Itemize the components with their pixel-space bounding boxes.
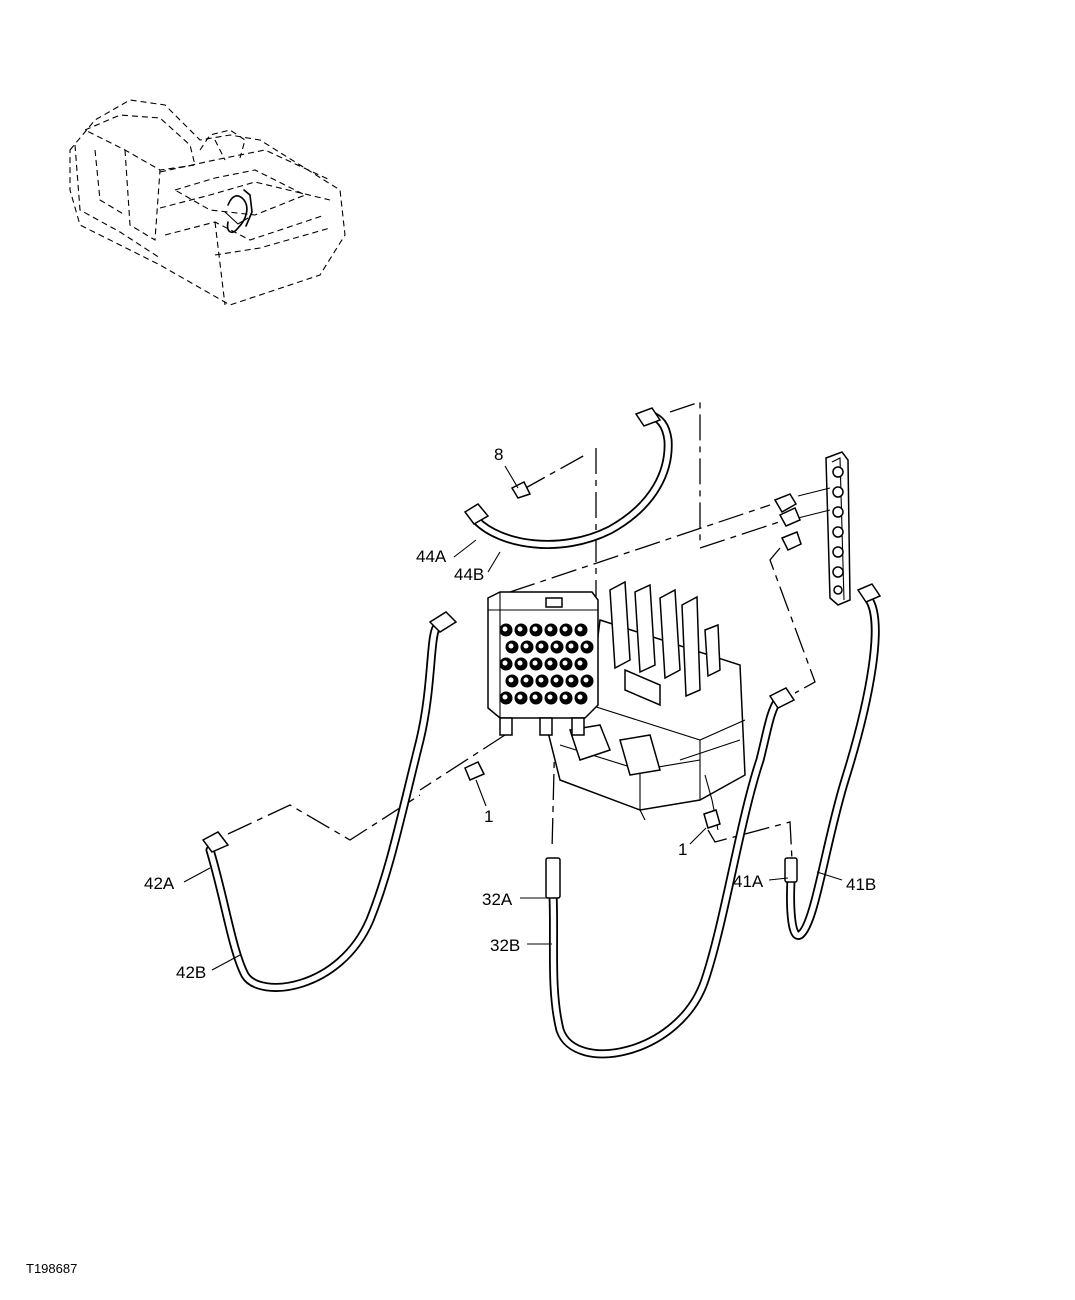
- port-bore: [517, 626, 523, 632]
- callout-41A: 41A: [733, 872, 764, 891]
- port-bore: [568, 643, 574, 649]
- fitting-1-left: [464, 761, 486, 781]
- callout-41B: 41B: [846, 875, 876, 894]
- port-bore: [553, 643, 559, 649]
- port-bore: [523, 643, 529, 649]
- hose-41: [784, 583, 882, 940]
- port-bore: [517, 694, 523, 700]
- callout-1-right: 1: [678, 840, 687, 859]
- port-bore: [508, 677, 514, 683]
- callout-32A: 32A: [482, 890, 513, 909]
- port-bore: [532, 660, 538, 666]
- port-bore: [547, 626, 553, 632]
- callout-8: 8: [494, 445, 503, 464]
- port-bore: [532, 694, 538, 700]
- pilot-signal-block: [487, 591, 599, 736]
- port-bore: [547, 660, 553, 666]
- callout-1-left: 1: [484, 807, 493, 826]
- port-bore: [583, 643, 589, 649]
- hose-32: [545, 687, 796, 1059]
- port-bore: [547, 694, 553, 700]
- hose-42: [201, 611, 458, 992]
- callout-42B: 42B: [176, 963, 206, 982]
- port-bore: [538, 643, 544, 649]
- hose-44: [463, 407, 673, 549]
- callout-42A: 42A: [144, 874, 175, 893]
- port-bore: [568, 677, 574, 683]
- port-bore: [577, 694, 583, 700]
- callout-44A: 44A: [416, 547, 447, 566]
- port-bore: [577, 626, 583, 632]
- port-bore: [502, 626, 508, 632]
- figure-id: T198687: [26, 1261, 77, 1276]
- port-bore: [523, 677, 529, 683]
- port-bore: [502, 694, 508, 700]
- leader-lines: [183, 465, 843, 971]
- port-bore: [583, 677, 589, 683]
- excavator-locator: [69, 99, 346, 306]
- port-bore: [562, 660, 568, 666]
- port-bore: [538, 677, 544, 683]
- callout-32B: 32B: [490, 936, 520, 955]
- port-bore: [577, 660, 583, 666]
- fitting-1-right: [703, 809, 721, 829]
- callout-44B: 44B: [454, 565, 484, 584]
- port-bore: [532, 626, 538, 632]
- alignment-lines: [227, 401, 816, 861]
- port-bore: [502, 660, 508, 666]
- port-bore: [517, 660, 523, 666]
- port-bore: [553, 677, 559, 683]
- port-bore: [562, 694, 568, 700]
- port-bore: [562, 626, 568, 632]
- pilot-manifold-bracket: [773, 451, 851, 606]
- callout-labels: 8 44A 44B 1 42A 42B 32A 32B 1 41A 41B T1…: [26, 445, 876, 1276]
- port-bore: [508, 643, 514, 649]
